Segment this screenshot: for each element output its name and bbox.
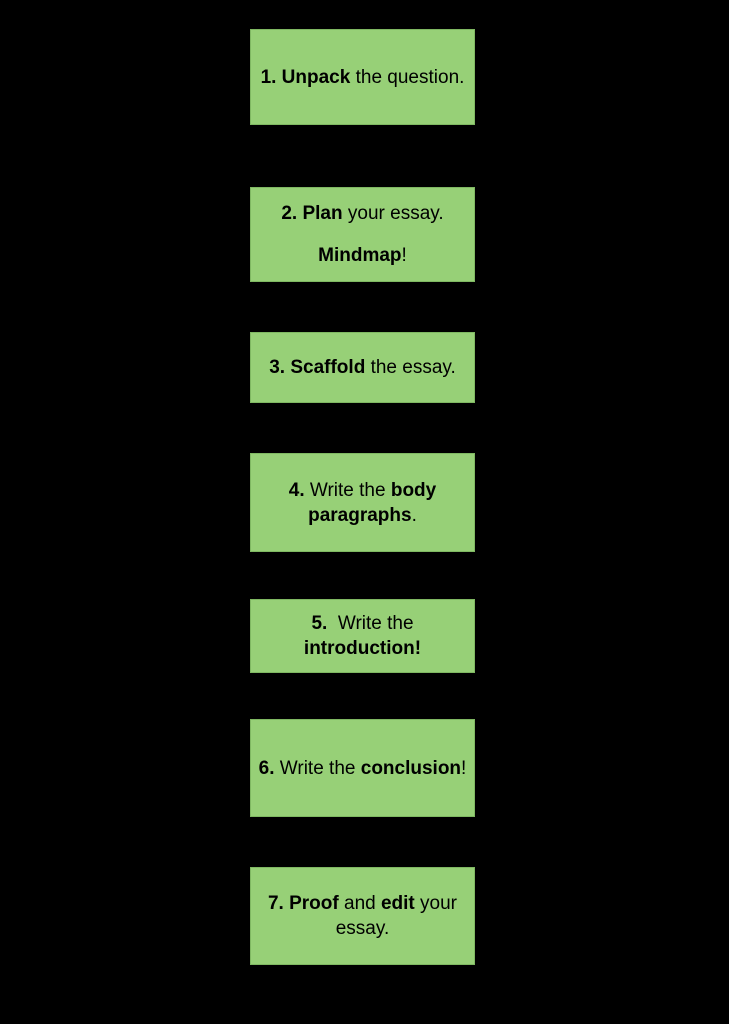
step-2-plan-line-1: 2. Plan your essay. xyxy=(281,201,443,226)
step-6-conclusion-line-1: 6. Write the conclusion! xyxy=(259,756,467,781)
text-segment: 3. Scaffold xyxy=(269,357,366,378)
text-segment: edit xyxy=(380,893,415,914)
text-segment: paragraphs xyxy=(308,504,412,526)
text-segment: Write the xyxy=(327,613,414,634)
step-3-scaffold: 3. Scaffold the essay. xyxy=(250,332,475,403)
step-1-unpack: 1. Unpack the question. xyxy=(250,29,475,125)
text-segment: 4. xyxy=(288,479,305,501)
text-segment: essay. xyxy=(335,918,390,939)
step-7-proof-edit-line-2: essay. xyxy=(336,916,390,941)
text-segment: and xyxy=(338,893,381,914)
text-segment: 2. Plan xyxy=(281,203,343,224)
text-segment: . xyxy=(411,504,417,526)
text-segment: your xyxy=(414,893,458,914)
text-segment: introduction! xyxy=(303,638,422,659)
text-segment: ! xyxy=(461,757,467,779)
text-segment: 6. xyxy=(258,757,275,779)
step-5-introduction-line-1: 5. Write the xyxy=(311,611,413,636)
step-1-unpack-line-1: 1. Unpack the question. xyxy=(261,65,465,90)
step-3-scaffold-line-1: 3. Scaffold the essay. xyxy=(269,355,456,380)
text-segment: Mindmap xyxy=(318,245,402,266)
text-segment: 5. xyxy=(311,613,328,634)
text-segment: Write the xyxy=(274,757,361,779)
text-segment: ! xyxy=(401,245,407,266)
step-7-proof-edit-line-1: 7. Proof and edit your xyxy=(268,891,457,916)
step-4-body-paragraphs-line-1: 4. Write the body xyxy=(289,478,436,503)
step-2-plan-line-2: Mindmap! xyxy=(318,243,407,268)
step-6-conclusion: 6. Write the conclusion! xyxy=(250,719,475,817)
text-segment: your essay. xyxy=(342,203,444,224)
text-segment: 1. Unpack xyxy=(260,66,351,88)
step-5-introduction-line-2: introduction! xyxy=(304,636,421,661)
text-segment: Write the xyxy=(304,479,391,501)
text-segment: the essay. xyxy=(365,357,456,378)
step-4-body-paragraphs-line-2: paragraphs. xyxy=(308,503,417,528)
step-2-plan: 2. Plan your essay. Mindmap! xyxy=(250,187,475,282)
text-segment: conclusion xyxy=(360,757,462,779)
text-segment: the question. xyxy=(350,66,465,88)
text-segment: 7. Proof xyxy=(267,893,339,914)
text-segment: body xyxy=(390,479,437,501)
